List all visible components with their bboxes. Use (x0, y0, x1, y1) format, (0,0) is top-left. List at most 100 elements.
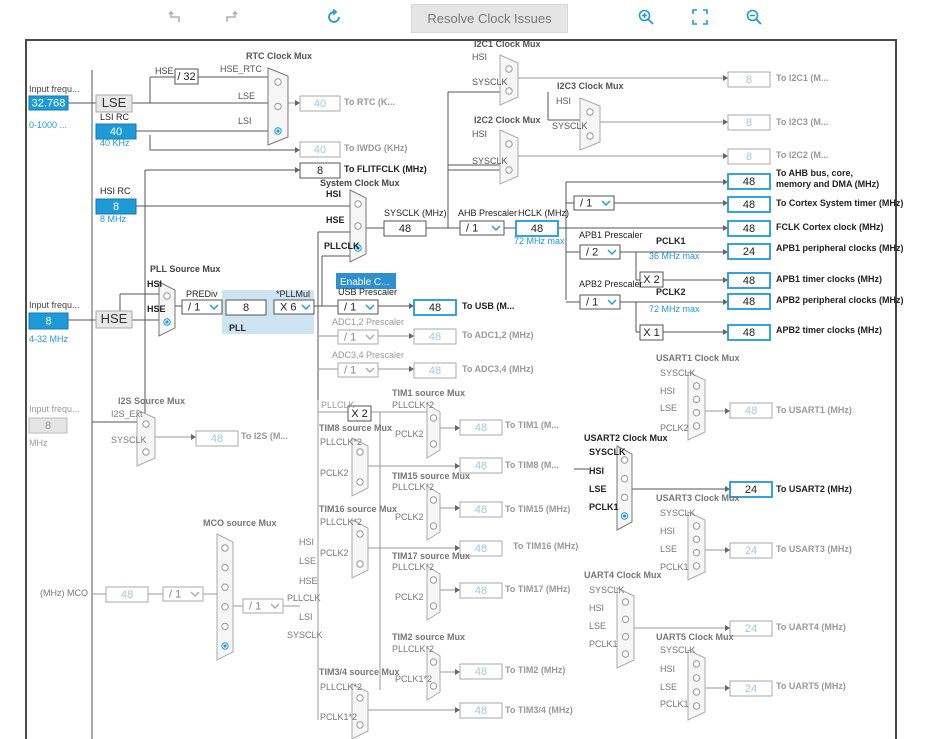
mux-option-radio[interactable] (142, 448, 150, 456)
mux-option-radio[interactable] (356, 560, 364, 568)
pllmul-select[interactable] (273, 299, 315, 315)
uart5-pclk-label: PCLK1 (660, 699, 689, 709)
mux-option-radio[interactable] (505, 166, 513, 174)
mux-option-radio[interactable] (692, 660, 701, 668)
mux-option-radio[interactable] (356, 478, 364, 486)
mux-option-radio[interactable] (692, 408, 701, 417)
mux-option-radio[interactable] (429, 414, 438, 422)
mux-option-radio[interactable] (692, 688, 701, 696)
usb-out (413, 299, 457, 316)
mux-option-radio[interactable] (621, 598, 630, 606)
mux-option-radio[interactable] (274, 102, 282, 111)
mux-option-radio[interactable] (505, 87, 513, 95)
apb1-prescaler-select[interactable] (579, 244, 621, 260)
mux-option-radio[interactable] (221, 622, 229, 631)
i2c2-mux[interactable] (499, 129, 519, 185)
mux-option-radio[interactable] (620, 474, 629, 483)
ahb-prescaler-select[interactable] (459, 220, 505, 236)
refresh-icon[interactable] (322, 6, 346, 28)
mux-option-radio[interactable] (356, 721, 364, 729)
tim1-mux[interactable] (426, 403, 441, 459)
usart3-mux[interactable] (687, 511, 706, 581)
i2c2-sys-label: SYSCLK (472, 156, 508, 166)
mux-option-radio[interactable] (620, 456, 629, 464)
mux-option-radio[interactable] (429, 576, 438, 584)
mux-option-radio[interactable] (621, 615, 630, 624)
usart1-mux[interactable] (687, 371, 706, 441)
enable-css-tooltip[interactable] (336, 273, 396, 289)
lse-input-box[interactable] (28, 95, 69, 111)
tim16-mux[interactable] (351, 519, 369, 579)
arrow-icon (455, 669, 460, 675)
mux-option-radio[interactable] (692, 422, 701, 430)
mux-option-radio[interactable] (620, 493, 629, 502)
mux-option-radio[interactable] (621, 650, 630, 658)
mux-option-radio[interactable] (221, 603, 229, 611)
resolve-clock-issues-button[interactable]: Resolve Clock Issues (411, 4, 568, 33)
hse-input-box[interactable] (28, 312, 69, 330)
mux-option-radio[interactable] (142, 420, 150, 428)
mux-option-radio[interactable] (692, 562, 701, 570)
cortex-div-select[interactable] (573, 195, 615, 211)
zoom-out-icon[interactable] (742, 6, 766, 28)
pll-src-mux[interactable] (158, 281, 176, 337)
mux-option-radio[interactable] (586, 132, 594, 140)
adc12-out-value: 48 (429, 331, 441, 343)
undo-icon[interactable] (164, 6, 188, 28)
uart5-mux[interactable] (687, 649, 706, 721)
mux-option-radio[interactable] (692, 382, 701, 390)
usart3-out (729, 542, 773, 559)
prediv-select[interactable] (181, 299, 223, 315)
mux-option-radio[interactable] (692, 535, 701, 544)
mux-option-radio[interactable] (221, 544, 229, 552)
uart4-mux[interactable] (616, 587, 635, 669)
mux-option-radio[interactable] (356, 448, 364, 456)
mux-option-radio[interactable] (354, 222, 362, 230)
zoom-in-icon[interactable] (634, 6, 658, 28)
mux-option-radio[interactable] (354, 200, 362, 208)
i2c3-mux[interactable] (579, 97, 601, 151)
i2s-out-value: 48 (211, 433, 223, 445)
cortex-timer-out-value: 48 (743, 199, 755, 211)
mux-option-radio[interactable] (621, 632, 630, 641)
mux-option-radio[interactable] (429, 496, 438, 504)
adc12-prescaler-select[interactable] (337, 329, 379, 345)
mux-option-radio[interactable] (429, 522, 438, 530)
mux-option-radio[interactable] (692, 548, 701, 557)
redo-icon[interactable] (218, 6, 242, 28)
mux-option-radio[interactable] (505, 140, 513, 148)
arrow-icon (191, 434, 196, 440)
mux-option-radio[interactable] (221, 563, 229, 572)
i2c1-mux[interactable] (499, 54, 519, 106)
usart2-mux[interactable] (616, 445, 633, 531)
tim17-mux[interactable] (426, 565, 441, 621)
fit-screen-icon[interactable] (688, 6, 712, 28)
i2s-mux[interactable] (136, 409, 156, 467)
tim8-mux[interactable] (351, 437, 369, 497)
mux-option-radio[interactable] (356, 694, 364, 702)
hclk-box[interactable] (515, 220, 559, 237)
apb2-prescaler-select[interactable] (579, 294, 621, 310)
mux-option-radio[interactable] (586, 108, 594, 116)
to-uart5-label: To UART5 (MHz) (776, 681, 846, 691)
tim34-mux[interactable] (351, 683, 369, 739)
mux-option-radio[interactable] (163, 292, 171, 300)
mux-option-radio[interactable] (356, 530, 364, 538)
adc34-prescaler-select[interactable] (337, 362, 379, 378)
usb-prescaler-select[interactable] (337, 299, 379, 315)
mux-option-radio[interactable] (692, 702, 701, 710)
tim15-mux[interactable] (426, 485, 441, 541)
mux-option-radio[interactable] (692, 522, 701, 530)
mux-option-radio[interactable] (429, 440, 438, 448)
mux-option-radio[interactable] (274, 78, 282, 86)
mco-pll-div-select[interactable] (242, 598, 284, 614)
mux-option-radio[interactable] (429, 658, 438, 666)
mco-mux[interactable] (216, 533, 234, 661)
mux-option-radio[interactable] (505, 65, 513, 73)
mux-option-radio[interactable] (692, 395, 701, 404)
mco-div-select[interactable] (162, 586, 204, 602)
mux-option-radio[interactable] (429, 682, 438, 690)
mux-option-radio[interactable] (429, 602, 438, 610)
mux-option-radio[interactable] (692, 674, 701, 682)
mux-option-radio[interactable] (221, 583, 229, 591)
